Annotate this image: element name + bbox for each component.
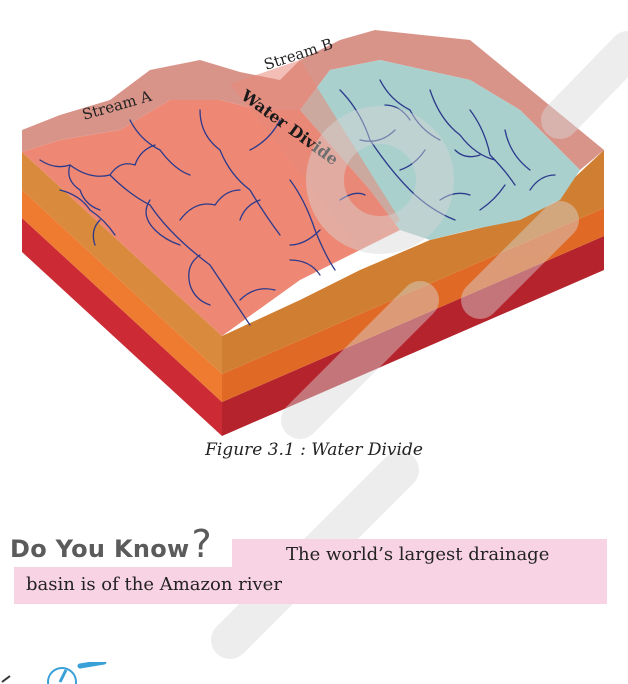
pencil-icon: [1, 662, 107, 684]
do-you-know-title: Do You Know?: [10, 522, 212, 566]
do-you-know-band-top: [232, 539, 607, 571]
question-mark-icon: ?: [191, 522, 212, 566]
do-you-know-text-line2: basin is of the Amazon river: [26, 574, 282, 595]
red-layer-right: [222, 236, 604, 436]
orange-layer-front: [22, 190, 222, 402]
tan-layer-front: [22, 152, 222, 374]
water-divide-diagram: Stream A Stream B Water Divide: [22, 30, 604, 436]
do-you-know-text-line1: The world’s largest drainage: [286, 544, 550, 565]
do-you-know-heading: Do You Know: [10, 535, 190, 563]
figure-caption: Figure 3.1 : Water Divide: [205, 440, 423, 460]
orange-layer-right: [222, 208, 604, 402]
basin-b: [300, 60, 580, 240]
ridge-top: [22, 30, 604, 170]
streams-b: [339, 79, 556, 221]
do-you-know-band-bottom: [14, 567, 607, 604]
tan-layer-right: [222, 150, 604, 374]
streams-a: [39, 109, 366, 326]
divide-strip: [230, 60, 400, 250]
red-layer-front: [22, 218, 222, 436]
